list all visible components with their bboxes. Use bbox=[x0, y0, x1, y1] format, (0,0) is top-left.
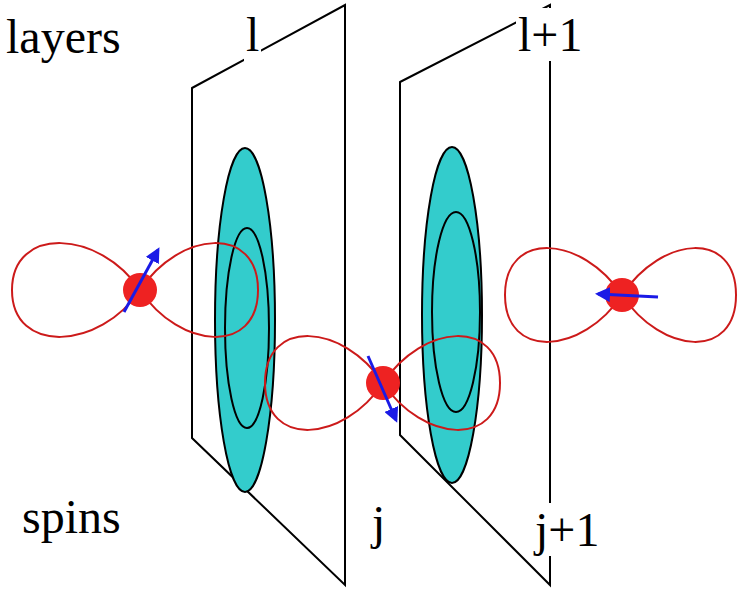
layer-plane bbox=[192, 5, 345, 585]
label-holder: layers bbox=[4, 13, 123, 61]
diagram-label: l+1 bbox=[516, 8, 584, 61]
diagram-label: spins bbox=[20, 490, 123, 543]
spin-arrow bbox=[598, 294, 658, 297]
spin-arrow bbox=[368, 356, 396, 420]
layer-disc bbox=[215, 148, 275, 492]
layer-ring bbox=[432, 212, 480, 412]
orbital-lobes bbox=[505, 248, 736, 342]
orbital-lobes bbox=[12, 243, 258, 337]
layer-plane bbox=[400, 5, 550, 585]
label-holder: j+1 bbox=[533, 506, 601, 554]
diagram-label: layers bbox=[4, 10, 123, 63]
layer-ring bbox=[225, 228, 269, 428]
label-holder: l+1 bbox=[516, 11, 584, 59]
spin-site bbox=[366, 366, 400, 400]
orbital-lobes bbox=[265, 336, 500, 430]
label-holder: j bbox=[370, 499, 387, 547]
spin-arrow bbox=[124, 250, 158, 312]
diagram-label: j+1 bbox=[533, 503, 601, 556]
label-holder: spins bbox=[20, 493, 123, 541]
diagram-label: j bbox=[370, 496, 387, 549]
diagram-label: l bbox=[244, 8, 261, 61]
label-holder: l bbox=[244, 11, 261, 59]
layer-disc bbox=[422, 147, 482, 483]
